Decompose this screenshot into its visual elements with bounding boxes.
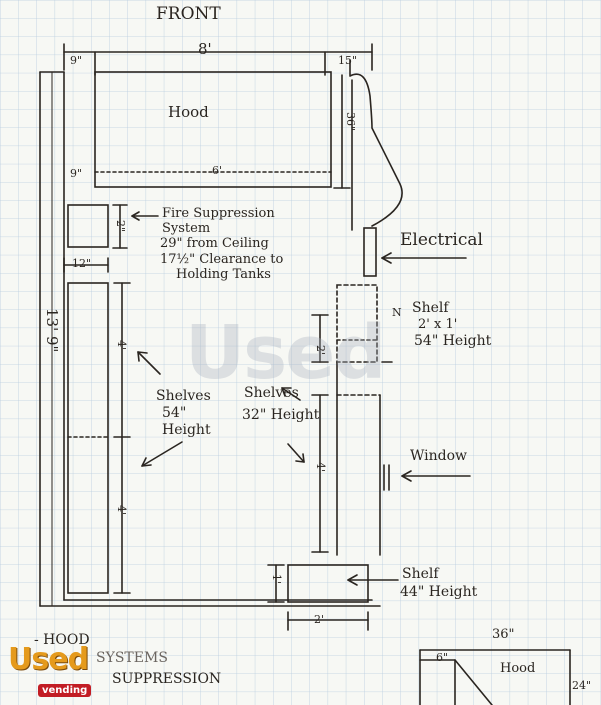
dim-13ft-9in: 13' 9" <box>43 308 61 353</box>
door-swing <box>349 73 403 227</box>
shelves-left-line-1: Shelves <box>156 388 211 404</box>
note-hood-systems: SYSTEMS <box>96 650 168 666</box>
dim-top-8ft: 8' <box>198 40 212 58</box>
fire-suppression-line-2: System <box>162 221 211 236</box>
fire-suppression-line-5: Holding Tanks <box>176 267 271 282</box>
hood-box <box>94 71 332 188</box>
bottom-shelf <box>287 564 369 603</box>
dim-top-15in: 15" <box>338 54 358 67</box>
dim-2ft-bottom: 2' <box>314 613 325 626</box>
shelf-bottom-line-1: Shelf <box>402 566 439 582</box>
window-label: Window <box>410 448 468 464</box>
inset-hood-label: Hood <box>500 661 536 676</box>
dim-4ft-lower: 4' <box>115 505 128 516</box>
shelf-2x1 <box>336 284 378 363</box>
dim-36in: 36" <box>344 112 357 132</box>
fire-suppression-line-3: 29" from Ceiling <box>160 236 269 251</box>
left-shelf-unit <box>67 282 109 594</box>
dim-1ft: 1' <box>270 574 283 585</box>
shelves-left-line-3: Height <box>162 422 211 438</box>
shelf-top-line-1: Shelf <box>412 300 449 316</box>
dim-6ft: 6' <box>212 164 223 177</box>
electrical-panel <box>363 227 377 277</box>
shelves-left-line-2: 54" <box>162 405 187 421</box>
title-front: FRONT <box>156 4 221 24</box>
shelves-mid-line-1: Shelves <box>244 385 299 401</box>
watermark-text: Used <box>185 310 386 396</box>
fire-suppression-line-1: Fire Suppression <box>162 206 275 221</box>
shelf-top-line-2: 2' x 1' <box>418 317 458 332</box>
note-suppression: SUPPRESSION <box>112 671 222 687</box>
dim-4ft-upper: 4' <box>115 340 128 351</box>
dim-4ft-mid: 4' <box>314 462 327 473</box>
inset-dim-6in: 6" <box>436 651 449 664</box>
shelf-top-line-3: 54" Height <box>414 333 492 349</box>
logo-sub-text: vending <box>38 684 92 697</box>
electrical-label: Electrical <box>400 230 483 250</box>
logo-brand-text: Used <box>8 642 89 677</box>
dim-12in: 12" <box>72 257 92 270</box>
shelf-n-mark: N <box>392 306 402 319</box>
shelves-mid-line-2: 32" Height <box>242 407 320 423</box>
inset-dim-24in: 24" <box>572 679 592 692</box>
fire-suppression-line-4: 17½" Clearance to <box>160 252 284 267</box>
dim-2in: 2" <box>114 220 127 233</box>
dim-top-9in: 9" <box>70 54 83 67</box>
used-vending-logo: Used vending <box>8 636 100 702</box>
dim-9in-left: 9" <box>70 167 83 180</box>
shelf-bottom-line-2: 44" Height <box>400 584 478 600</box>
note-hood: - HOOD <box>34 632 90 648</box>
plan-linework <box>39 43 571 705</box>
inset-dim-36in: 36" <box>492 627 515 642</box>
fire-suppression-box <box>67 204 109 248</box>
dim-2ft-mid: 2' <box>314 345 327 356</box>
hood-label: Hood <box>168 103 209 121</box>
